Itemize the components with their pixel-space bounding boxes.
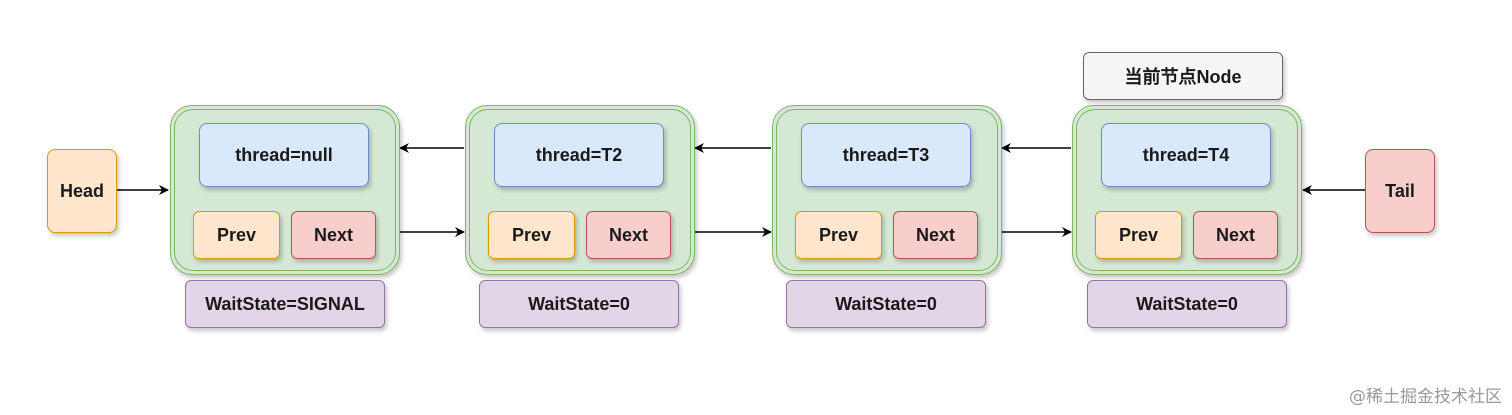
node-thread-field: thread=T2 xyxy=(494,123,664,187)
current-node-label: 当前节点Node xyxy=(1083,52,1283,100)
head-pointer: Head xyxy=(47,149,117,233)
node-next-field: Next xyxy=(586,211,671,259)
wait-state-node-3: WaitState=0 xyxy=(786,280,986,328)
node-thread-field: thread=T4 xyxy=(1101,123,1271,187)
tail-pointer: Tail xyxy=(1365,149,1435,233)
queue-node-3: thread=T3 Prev Next xyxy=(772,105,1002,275)
node-thread-field: thread=T3 xyxy=(801,123,971,187)
node-prev-field: Prev xyxy=(488,211,575,259)
node-prev-field: Prev xyxy=(193,211,280,259)
node-prev-field: Prev xyxy=(795,211,882,259)
wait-state-node-4: WaitState=0 xyxy=(1087,280,1287,328)
node-next-field: Next xyxy=(893,211,978,259)
wait-state-node-2: WaitState=0 xyxy=(479,280,679,328)
queue-node-4: thread=T4 Prev Next xyxy=(1072,105,1302,275)
node-next-field: Next xyxy=(291,211,376,259)
node-next-field: Next xyxy=(1193,211,1278,259)
queue-node-2: thread=T2 Prev Next xyxy=(465,105,695,275)
node-prev-field: Prev xyxy=(1095,211,1182,259)
node-thread-field: thread=null xyxy=(199,123,369,187)
wait-state-node-1: WaitState=SIGNAL xyxy=(185,280,385,328)
watermark: @稀土掘金技术社区 xyxy=(1349,387,1502,407)
queue-node-1: thread=null Prev Next xyxy=(170,105,400,275)
